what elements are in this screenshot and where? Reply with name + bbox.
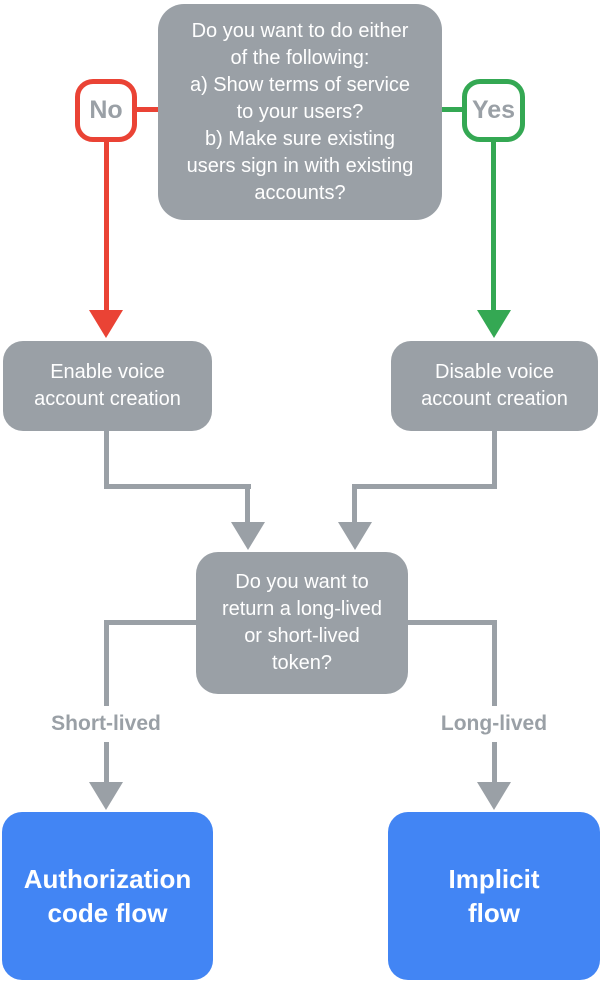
yes-connector-horizontal <box>442 107 462 112</box>
enable-to-token-arrowhead-icon <box>231 522 265 550</box>
short-lived-arrowhead-icon <box>89 782 123 810</box>
action-node-enable-voice: Enable voice account creation <box>3 341 212 431</box>
short-lived-line-horizontal <box>104 620 196 625</box>
result-node-implicit-flow: Implicit flow <box>388 812 600 980</box>
yes-connector-vertical <box>491 142 496 312</box>
yes-arrowhead-icon <box>477 310 511 338</box>
disable-to-token-line-drop <box>352 484 357 524</box>
decision-badge-no: No <box>75 79 137 142</box>
no-connector-horizontal <box>137 107 158 112</box>
disable-to-token-line-left <box>352 484 497 489</box>
disable-to-token-arrowhead-icon <box>338 522 372 550</box>
result-node-authorization-code-flow: Authorization code flow <box>2 812 213 980</box>
action-node-disable-voice: Disable voice account creation <box>391 341 598 431</box>
enable-to-token-line-drop <box>245 484 250 524</box>
edge-label-long-lived: Long-lived <box>410 706 578 742</box>
no-connector-vertical <box>104 142 109 312</box>
enable-to-token-line-down <box>104 431 109 489</box>
no-arrowhead-icon <box>89 310 123 338</box>
disable-to-token-line-down <box>492 431 497 489</box>
decision-badge-yes: Yes <box>462 79 525 142</box>
long-lived-line-vertical <box>492 620 497 784</box>
short-lived-line-vertical <box>104 620 109 784</box>
enable-to-token-line-right <box>104 484 251 489</box>
edge-label-short-lived: Short-lived <box>22 706 190 742</box>
question-node-token-lifetime: Do you want to return a long-lived or sh… <box>196 552 408 694</box>
long-lived-arrowhead-icon <box>477 782 511 810</box>
long-lived-line-horizontal <box>408 620 497 625</box>
question-node-terms-of-service: Do you want to do either of the followin… <box>158 4 442 220</box>
